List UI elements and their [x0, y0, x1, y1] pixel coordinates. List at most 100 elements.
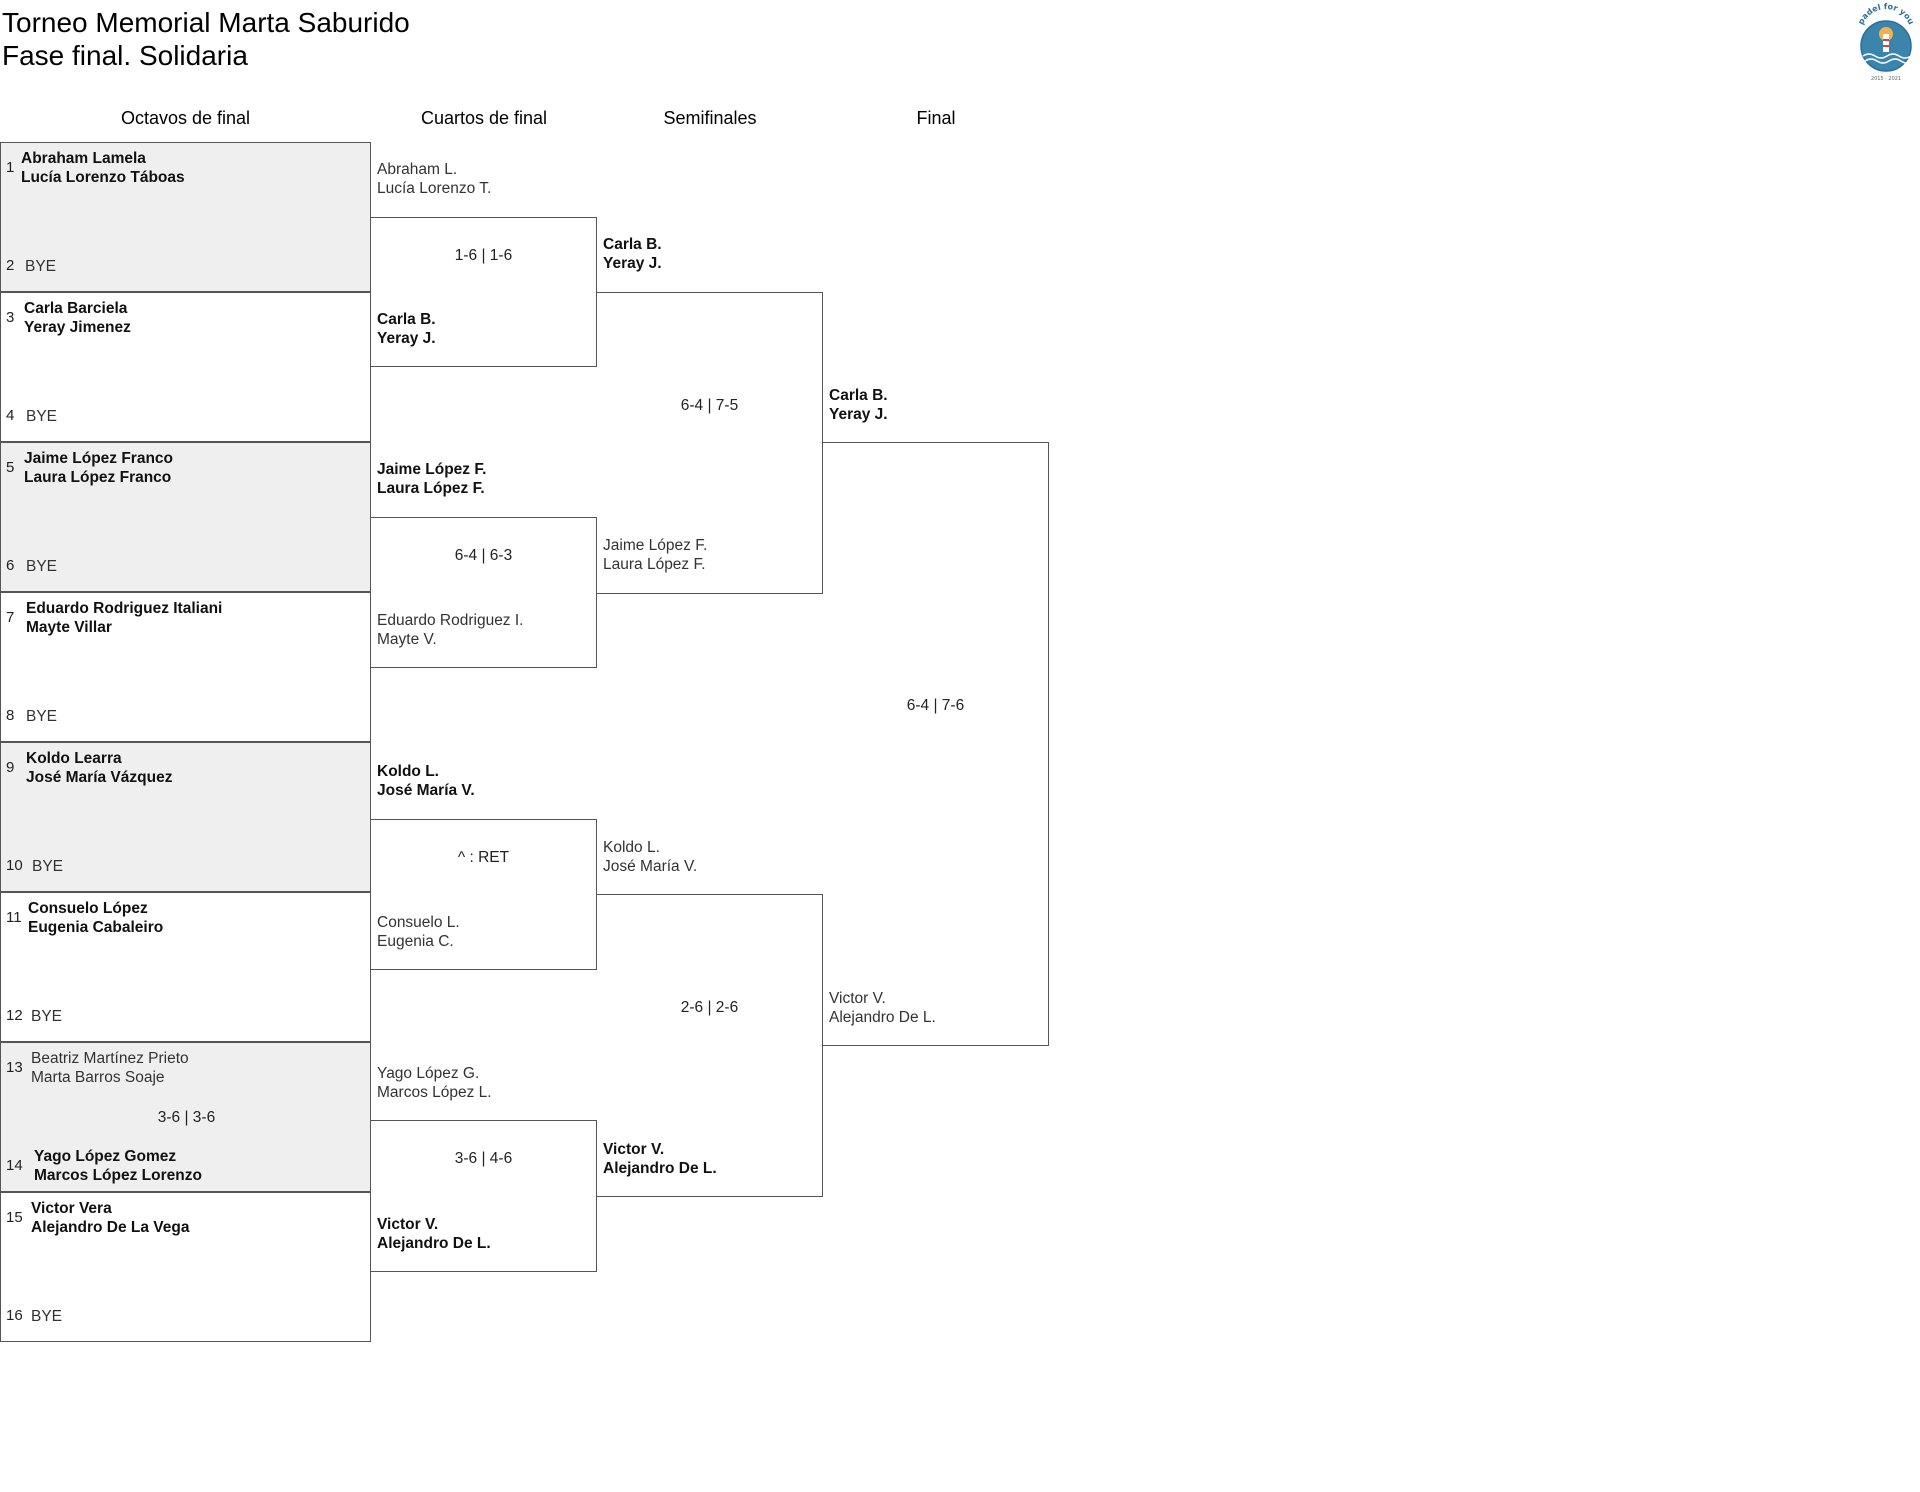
- qf3-team-bottom: Consuelo L. Eugenia C.: [377, 913, 460, 951]
- bye-label: BYE: [26, 408, 58, 425]
- player-name: Laura López F.: [377, 480, 485, 497]
- qf2-team-top: Jaime López F. Laura López F.: [377, 460, 486, 498]
- player-name: Lucía Lorenzo T.: [377, 180, 492, 197]
- seed-number: 12: [6, 1007, 23, 1024]
- player-name: Eugenia C.: [377, 933, 454, 950]
- r16-match-4[interactable]: 7 Eduardo Rodriguez Italiani Mayte Villa…: [0, 592, 371, 742]
- qf2-match[interactable]: 6-4 | 6-3: [371, 517, 597, 668]
- seed-number: 13: [6, 1059, 23, 1076]
- player-name: José María V.: [603, 858, 698, 875]
- round-header-semifinales: Semifinales: [663, 108, 757, 128]
- qf2-team-bottom: Eduardo Rodriguez I. Mayte V.: [377, 611, 523, 649]
- sf1-team-bottom: Jaime López F. Laura López F.: [603, 536, 707, 574]
- sf1-team-top: Carla B. Yeray J.: [603, 235, 662, 273]
- match-score: 1-6 | 1-6: [454, 247, 513, 264]
- title-line-2: Fase final. Solidaria: [2, 40, 248, 71]
- seed-number: 15: [6, 1209, 23, 1226]
- r16-team-top: Carla Barciela Yeray Jimenez: [24, 299, 131, 337]
- player-name: Abraham L.: [377, 161, 458, 178]
- player-name: Mayte Villar: [26, 619, 112, 636]
- r16-team-top: Jaime López Franco Laura López Franco: [24, 449, 173, 487]
- round-header-final: Final: [916, 108, 956, 128]
- r16-team-bottom: Yago López Gomez Marcos López Lorenzo: [34, 1147, 202, 1185]
- r16-match-7[interactable]: 13 Beatriz Martínez Prieto Marta Barros …: [0, 1042, 371, 1192]
- player-name: Alejandro De L.: [603, 1160, 717, 1177]
- qf3-match[interactable]: ^ : RET: [371, 819, 597, 970]
- player-name: Carla B.: [603, 236, 662, 253]
- player-name: Consuelo López: [28, 900, 148, 917]
- bye-label: BYE: [26, 558, 58, 575]
- seed-number: 11: [6, 909, 22, 926]
- r16-match-3[interactable]: 5 Jaime López Franco Laura López Franco …: [0, 442, 371, 592]
- svg-text:2015 · 2021: 2015 · 2021: [1871, 76, 1901, 82]
- qf1-match[interactable]: 1-6 | 1-6: [371, 217, 597, 367]
- seed-number: 7: [6, 609, 15, 626]
- match-score: 3-6 | 3-6: [157, 1109, 216, 1126]
- seed-number: 5: [6, 459, 15, 476]
- padel-for-you-logo-icon: padel for you 2015 · 2021: [1856, 2, 1916, 82]
- player-name: Jaime López F.: [603, 537, 708, 554]
- player-name: Jaime López Franco: [24, 450, 174, 467]
- match-score: 6-4 | 6-3: [454, 547, 513, 564]
- tournament-title: Torneo Memorial Marta Saburido Fase fina…: [2, 6, 410, 72]
- sf2-team-top: Koldo L. José María V.: [603, 838, 697, 876]
- player-name: Yeray J.: [829, 406, 888, 423]
- qf1-team-bottom: Carla B. Yeray J.: [377, 310, 436, 348]
- player-name: Consuelo L.: [377, 914, 460, 931]
- r16-match-1[interactable]: 1 Abraham Lamela Lucía Lorenzo Táboas 2 …: [0, 142, 371, 292]
- player-name: Lucía Lorenzo Táboas: [21, 169, 185, 186]
- qf3-team-top: Koldo L. José María V.: [377, 762, 475, 800]
- r16-team-top: Eduardo Rodriguez Italiani Mayte Villar: [26, 599, 222, 637]
- final-match[interactable]: 6-4 | 7-6: [823, 442, 1049, 1046]
- seed-number: 8: [6, 707, 15, 724]
- player-name: Yeray J.: [603, 255, 662, 272]
- r16-match-2[interactable]: 3 Carla Barciela Yeray Jimenez 4 BYE: [0, 292, 371, 442]
- player-name: Carla Barciela: [24, 300, 128, 317]
- r16-team-top: Koldo Learra José María Vázquez: [26, 749, 172, 787]
- player-name: Alejandro De L.: [377, 1235, 491, 1252]
- seed-number: 6: [6, 557, 15, 574]
- bye-label: BYE: [31, 1008, 63, 1025]
- r16-match-5[interactable]: 9 Koldo Learra José María Vázquez 10 BYE: [0, 742, 371, 892]
- player-name: Yeray J.: [377, 330, 436, 347]
- sf2-team-bottom: Victor V. Alejandro De L.: [603, 1140, 717, 1178]
- match-score: 6-4 | 7-5: [680, 397, 739, 414]
- match-score: 2-6 | 2-6: [680, 999, 739, 1016]
- r16-team-top: Abraham Lamela Lucía Lorenzo Táboas: [21, 149, 185, 187]
- seed-number: 3: [6, 309, 15, 326]
- match-score: 6-4 | 7-6: [906, 697, 965, 714]
- player-name: Alejandro De La Vega: [31, 1219, 190, 1236]
- qf4-match[interactable]: 3-6 | 4-6: [371, 1120, 597, 1272]
- seed-number: 1: [6, 159, 15, 176]
- player-name: Victor V.: [377, 1216, 439, 1233]
- player-name: Victor V.: [829, 990, 886, 1007]
- player-name: Koldo L.: [377, 763, 439, 780]
- bye-label: BYE: [31, 1308, 63, 1325]
- r16-match-8[interactable]: 15 Victor Vera Alejandro De La Vega 16 B…: [0, 1192, 371, 1342]
- seed-number: 2: [6, 257, 15, 274]
- match-score: 3-6 | 4-6: [454, 1150, 513, 1167]
- player-name: Yago López Gomez: [34, 1148, 177, 1165]
- player-name: Yeray Jimenez: [24, 319, 131, 336]
- sf1-match[interactable]: 6-4 | 7-5: [597, 292, 823, 594]
- match-score: ^ : RET: [457, 849, 510, 866]
- seed-number: 10: [6, 857, 23, 874]
- player-name: Victor V.: [603, 1141, 665, 1158]
- player-name: José María V.: [377, 782, 475, 799]
- qf4-team-bottom: Victor V. Alejandro De L.: [377, 1215, 491, 1253]
- sf2-match[interactable]: 2-6 | 2-6: [597, 894, 823, 1197]
- player-name: Marta Barros Soaje: [31, 1069, 165, 1086]
- final-team-top: Carla B. Yeray J.: [829, 386, 888, 424]
- r16-match-6[interactable]: 11 Consuelo López Eugenia Cabaleiro 12 B…: [0, 892, 371, 1042]
- r16-team-top: Beatriz Martínez Prieto Marta Barros Soa…: [31, 1049, 189, 1087]
- player-name: Carla B.: [829, 387, 888, 404]
- round-header-octavos: Octavos de final: [120, 108, 251, 128]
- round-header-cuartos: Cuartos de final: [420, 108, 548, 128]
- bye-label: BYE: [25, 258, 57, 275]
- player-name: Koldo Learra: [26, 750, 122, 767]
- player-name: Laura López F.: [603, 556, 706, 573]
- player-name: Koldo L.: [603, 839, 660, 856]
- player-name: Eduardo Rodriguez Italiani: [26, 600, 223, 617]
- bye-label: BYE: [32, 858, 64, 875]
- final-team-bottom: Victor V. Alejandro De L.: [829, 989, 936, 1027]
